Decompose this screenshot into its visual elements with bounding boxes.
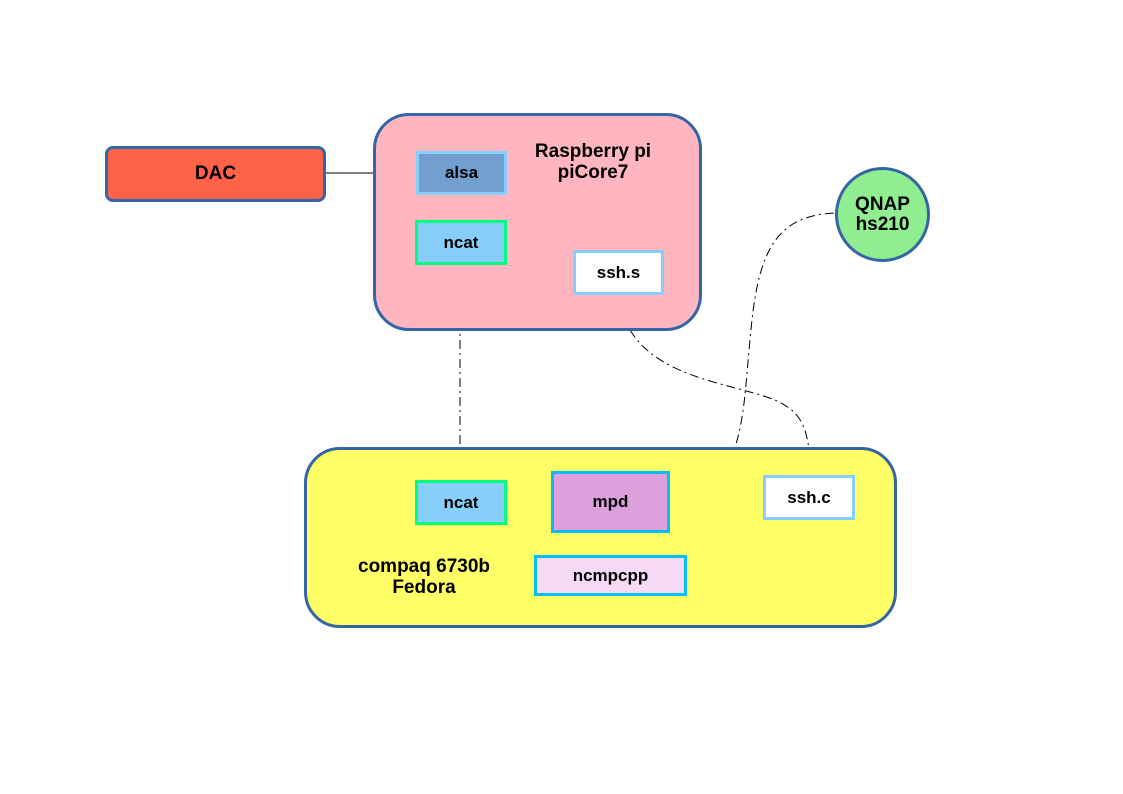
qnap-label: QNAP — [855, 193, 910, 215]
compaq-os: Fedora — [392, 577, 456, 598]
ssh-server-label: ssh.s — [596, 262, 641, 282]
ssh-client-label: ssh.c — [787, 487, 831, 507]
dac-label: DAC — [194, 163, 237, 184]
ncat-pc-label: ncat — [443, 492, 479, 512]
ncat-pi-label: ncat — [443, 232, 479, 252]
compaq-title: compaq 6730b — [358, 556, 490, 577]
mpd-node: mpd — [551, 471, 670, 533]
compaq-label: compaq 6730b Fedora — [344, 556, 504, 598]
alsa-node: alsa — [416, 151, 507, 195]
edge-ssh-s-to-ssh-c — [618, 293, 811, 477]
raspberry-pi-label: Raspberry pi piCore7 — [523, 141, 663, 183]
ssh-server-node: ssh.s — [573, 250, 664, 295]
ncmpcpp-label: ncmpcpp — [572, 565, 649, 585]
alsa-label: alsa — [444, 163, 479, 182]
ncat-pi-node: ncat — [415, 220, 507, 265]
ssh-client-node: ssh.c — [763, 475, 855, 520]
ncat-pc-node: ncat — [415, 480, 507, 525]
qnap-model-label: hs210 — [855, 213, 910, 235]
edge-mpd-to-qnap — [668, 212, 837, 502]
ncmpcpp-node: ncmpcpp — [534, 555, 687, 596]
dac-node: DAC — [105, 146, 326, 202]
raspberry-pi-title: Raspberry pi — [534, 141, 652, 162]
raspberry-pi-os: piCore7 — [557, 162, 629, 183]
mpd-label: mpd — [592, 492, 629, 511]
qnap-node: QNAP hs210 — [835, 167, 930, 262]
